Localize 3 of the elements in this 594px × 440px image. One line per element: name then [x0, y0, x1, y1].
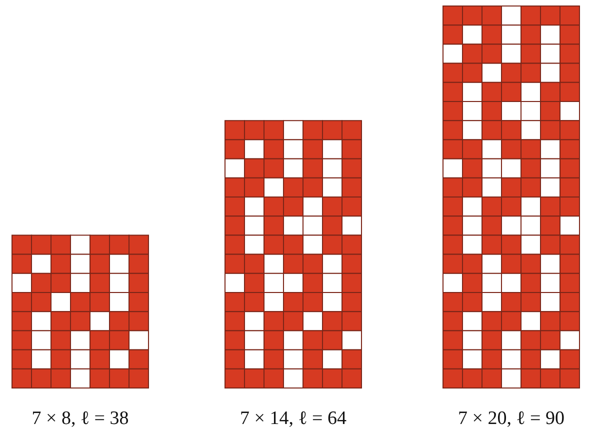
grid-caption: 7 × 14, ℓ = 64 [240, 408, 347, 430]
grid-caption: 7 × 8, ℓ = 38 [32, 408, 129, 430]
grid-caption: 7 × 20, ℓ = 90 [458, 408, 565, 430]
